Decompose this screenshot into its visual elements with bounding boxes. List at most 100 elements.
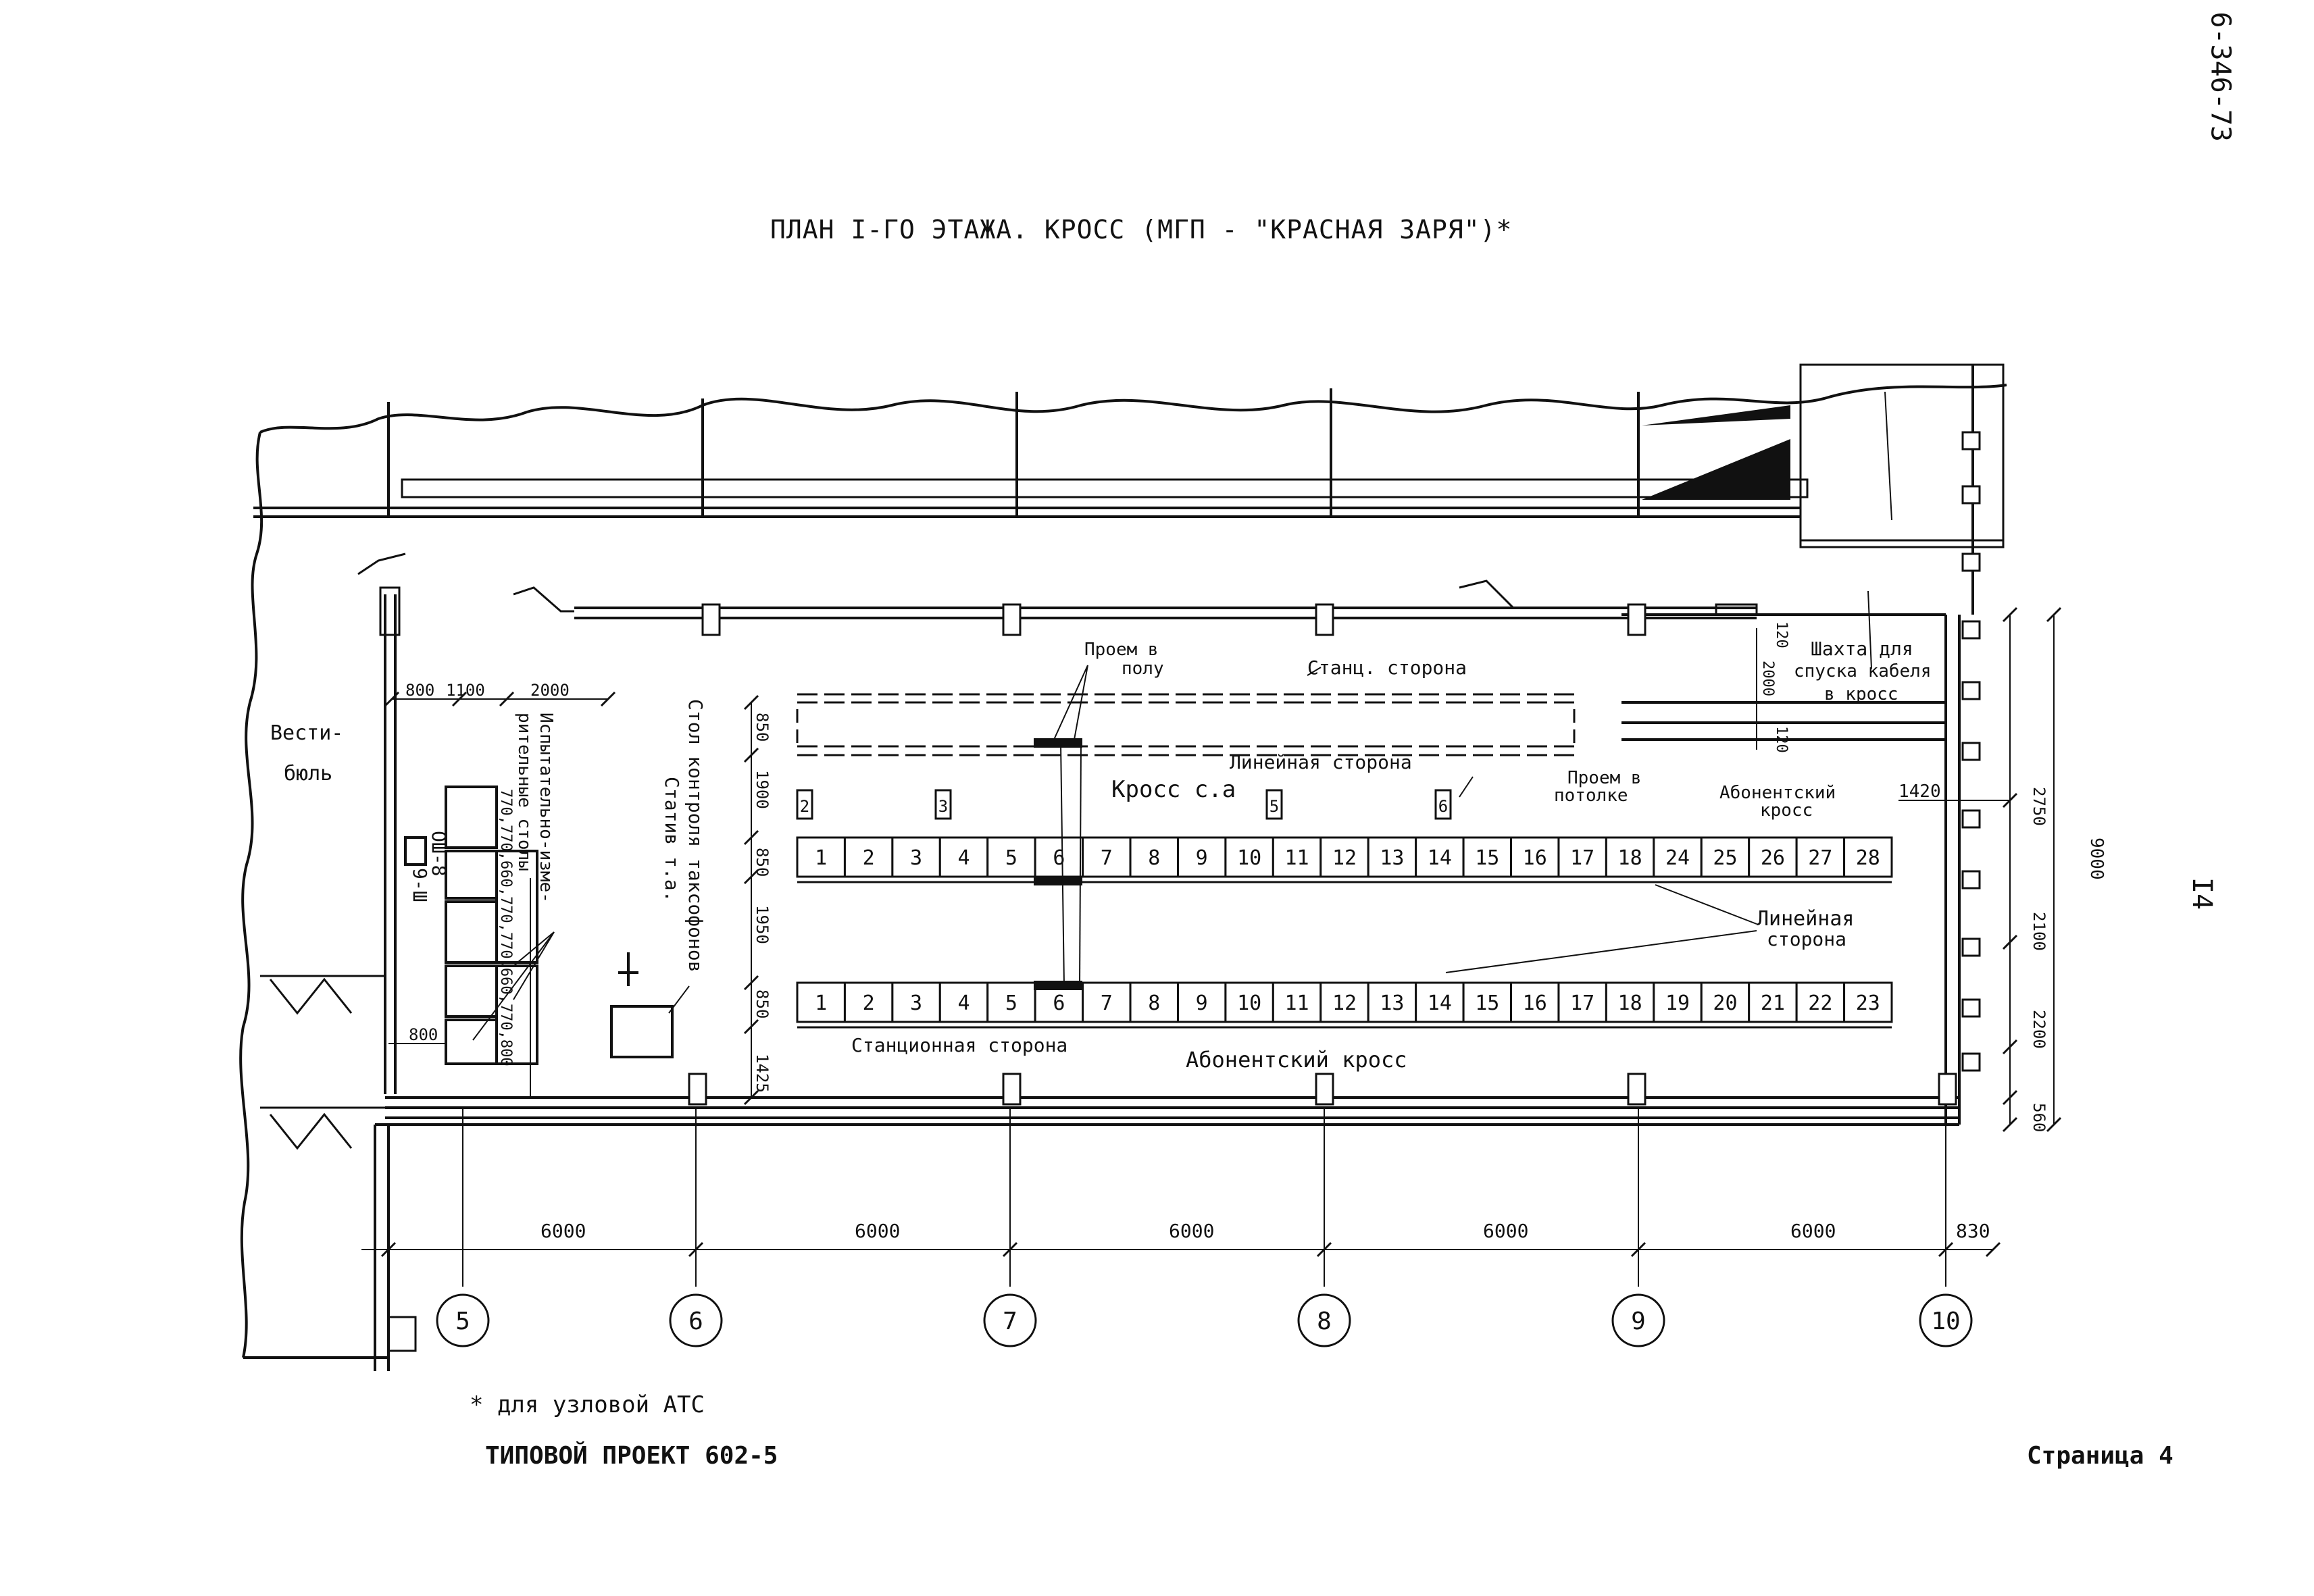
dim-overall-right: 9000 bbox=[2086, 838, 2107, 880]
station-side-top-label: Станц. сторона bbox=[1307, 657, 1467, 679]
top-left-dim: 1100 bbox=[446, 681, 485, 700]
cross-bottom-cell bbox=[843, 981, 894, 1023]
cross-bottom-cell bbox=[796, 981, 846, 1023]
cross-top-cell bbox=[1843, 836, 1893, 878]
dim-tick bbox=[600, 691, 616, 707]
cross-bottom-cell bbox=[1224, 981, 1274, 1023]
cross-top-cell-number: 26 bbox=[1761, 846, 1785, 870]
cross-top-cell-number: 16 bbox=[1523, 846, 1547, 870]
cross-bottom-cell bbox=[1700, 981, 1751, 1023]
dim-tick bbox=[1985, 1241, 2001, 1258]
opening-floor-label-1: Проем в bbox=[1084, 640, 1159, 660]
cross-top-cell-number: 12 bbox=[1332, 846, 1357, 870]
cross-bottom-cell bbox=[1415, 981, 1465, 1023]
subscriber-cross-top-label-1: Абонентский bbox=[1719, 783, 1836, 803]
cross-bottom-cell bbox=[1843, 981, 1893, 1023]
left-vertical-dim: 1900 bbox=[753, 770, 772, 809]
floor-opening-mid bbox=[1034, 876, 1082, 885]
bay-dimension: 6000 bbox=[540, 1220, 586, 1242]
cross-bottom-cell-number: 19 bbox=[1665, 992, 1690, 1015]
bay-dimension: 6000 bbox=[1169, 1220, 1214, 1242]
right-wall-markers bbox=[1961, 431, 1981, 1072]
dimension-lines bbox=[361, 615, 2055, 1250]
axis-bubble bbox=[1611, 1293, 1665, 1347]
axis-bubble bbox=[436, 1293, 490, 1347]
dim-bottom-left: 800 bbox=[409, 1025, 438, 1044]
cross-top-cell-number: 17 bbox=[1570, 846, 1594, 870]
cross-top-cell-number: 7 bbox=[1101, 846, 1113, 870]
cross-bottom-cell bbox=[1510, 981, 1560, 1023]
cross-top-cell bbox=[986, 836, 1036, 878]
cross-top-cell bbox=[843, 836, 894, 878]
top-left-dim: 2000 bbox=[530, 681, 570, 700]
cross-bottom-cell-number: 20 bbox=[1713, 992, 1737, 1015]
cross-bottom-cell bbox=[1795, 981, 1846, 1023]
left-vertical-dim: 850 bbox=[753, 989, 772, 1019]
ceiling-opening-number: 5 bbox=[1269, 797, 1279, 816]
opening-ceiling-label-2: потолке bbox=[1554, 786, 1628, 806]
cross-top-cell bbox=[1082, 836, 1132, 878]
dim-tick bbox=[743, 747, 759, 763]
cross-top-cell-number: 14 bbox=[1428, 846, 1452, 870]
opening-ceiling-label-1: Проем в bbox=[1567, 768, 1642, 788]
cross-top-cell-number: 9 bbox=[1196, 846, 1208, 870]
test-tables-label-1: Испытательно-изме- bbox=[536, 713, 556, 903]
plan-labels: Вести- бюль Проем в полу Станц. сторона … bbox=[270, 638, 2107, 1073]
left-vertical-dim: 850 bbox=[753, 713, 772, 742]
control-desk-label: Стол контроля таксофонов bbox=[684, 699, 707, 973]
test-tables-label-2: рительные столы bbox=[514, 713, 534, 871]
cross-bottom-cell-number: 6 bbox=[1053, 992, 1065, 1015]
station-side-bottom-label: Станционная сторона bbox=[851, 1034, 1067, 1056]
cross-bottom-cell-number: 23 bbox=[1856, 992, 1880, 1015]
cross-bottom-cell bbox=[1129, 981, 1179, 1023]
cross-bottom-cell-number: 17 bbox=[1570, 992, 1594, 1015]
axis-bubble bbox=[1297, 1293, 1351, 1347]
cross-top-cell-number: 4 bbox=[957, 846, 970, 870]
cross-top-cell-number: 25 bbox=[1713, 846, 1737, 870]
top-left-dim: 800 bbox=[405, 681, 434, 700]
cross-top-cell bbox=[938, 836, 989, 878]
cross-bottom-cell bbox=[1748, 981, 1798, 1023]
cross-bottom-cell-number: 12 bbox=[1332, 992, 1357, 1015]
shaft-label-1: Шахта для bbox=[1811, 638, 1913, 660]
dim-tick bbox=[743, 829, 759, 846]
dim-tick bbox=[2002, 792, 2018, 808]
dim-tick bbox=[743, 1089, 759, 1106]
cross-top-cell-number: 8 bbox=[1148, 846, 1160, 870]
cross-sa bbox=[796, 693, 1576, 756]
line-side-mid-label-1: Линейная bbox=[1757, 907, 1855, 931]
cross-top-cell-number: 18 bbox=[1618, 846, 1642, 870]
panel-label-1: ОШ-8 bbox=[428, 831, 450, 876]
line-side-top-label: Линейная сторона bbox=[1230, 751, 1412, 773]
subscriber-cross-bottom-label: Абонентский кросс bbox=[1186, 1047, 1407, 1073]
right-vertical-dim: 2200 bbox=[2030, 1010, 2048, 1049]
cross-bottom-cell bbox=[1319, 981, 1369, 1023]
dim-tick bbox=[2046, 1116, 2062, 1133]
ceiling-opening-number: 2 bbox=[800, 797, 809, 816]
subscriber-cross-top-label-2: кросс bbox=[1760, 800, 1813, 821]
stair-wedges bbox=[1642, 405, 1790, 500]
vestibule-label-2: бюль bbox=[284, 762, 332, 786]
axis-label: 7 bbox=[1003, 1308, 1017, 1335]
opening-floor-label-2: полу bbox=[1122, 659, 1164, 679]
ceiling-opening-box bbox=[796, 789, 813, 820]
project-label: ТИПОВОЙ ПРОЕКТ 602-5 bbox=[485, 1442, 778, 1470]
cross-bottom-cell-number: 9 bbox=[1196, 992, 1208, 1015]
cross-bottom-cell bbox=[1462, 981, 1513, 1023]
floor-opening-top bbox=[1034, 738, 1082, 748]
cross-bottom-cell bbox=[986, 981, 1036, 1023]
cross-bottom-cell bbox=[1272, 981, 1322, 1023]
dim-tick bbox=[380, 1241, 397, 1258]
cross-top-cell-number: 24 bbox=[1665, 846, 1690, 870]
cross-bottom-cell-number: 10 bbox=[1237, 992, 1261, 1015]
cross-sa-label: Кросс с.а bbox=[1111, 776, 1236, 803]
axis-label: 8 bbox=[1317, 1308, 1332, 1335]
cross-bottom-cell bbox=[1082, 981, 1132, 1023]
bay-dimension: 6000 bbox=[1790, 1220, 1836, 1242]
cross-bottom-cell bbox=[1605, 981, 1655, 1023]
dim-tick bbox=[451, 691, 468, 707]
